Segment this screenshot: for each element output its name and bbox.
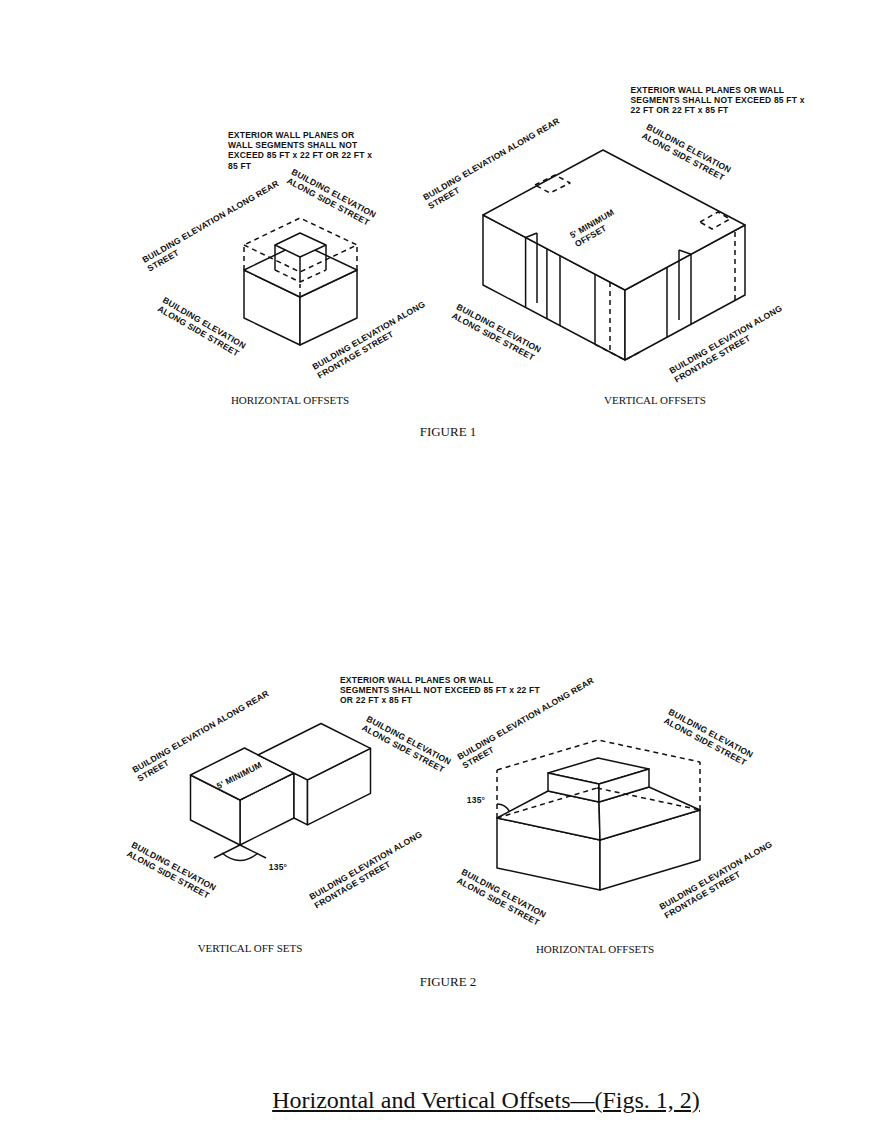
wall-plane-note: EXTERIOR WALL PLANES OR WALL SEGMENTS SH… xyxy=(340,675,540,706)
fig2-vertical-building xyxy=(191,724,371,861)
street-elevation-label: BUILDING ELEVATION ALONG FRONTAGE STREET xyxy=(308,813,457,911)
fig2-horizontal-building xyxy=(497,740,700,890)
figure-number: FIGURE 2 xyxy=(420,974,477,990)
street-elevation-label: BUILDING ELEVATION ALONG SIDE STREET xyxy=(662,707,782,784)
page-title: Horizontal and Vertical Offsets—(Figs. 1… xyxy=(272,1087,700,1114)
fig1-horizontal-building xyxy=(244,218,357,345)
wall-plane-note: EXTERIOR WALL PLANES OR WALL SEGMENTS SH… xyxy=(228,130,378,171)
figure-subtitle: HORIZONTAL OFFSETS xyxy=(231,394,349,407)
figure-number: FIGURE 1 xyxy=(420,424,477,440)
fig1-vertical-building xyxy=(483,150,745,360)
figure-subtitle: HORIZONTAL OFFSETS xyxy=(536,943,654,956)
wall-plane-note: EXTERIOR WALL PLANES OR WALL SEGMENTS SH… xyxy=(631,85,806,116)
figure-subtitle: VERTICAL OFFSETS xyxy=(604,394,706,407)
street-elevation-label: BUILDING ELEVATION ALONG SIDE STREET xyxy=(285,167,405,244)
angle-dimension: 135° xyxy=(269,862,287,872)
figure-subtitle: VERTICAL OFF SETS xyxy=(198,942,303,955)
angle-dimension: 135° xyxy=(467,795,485,805)
